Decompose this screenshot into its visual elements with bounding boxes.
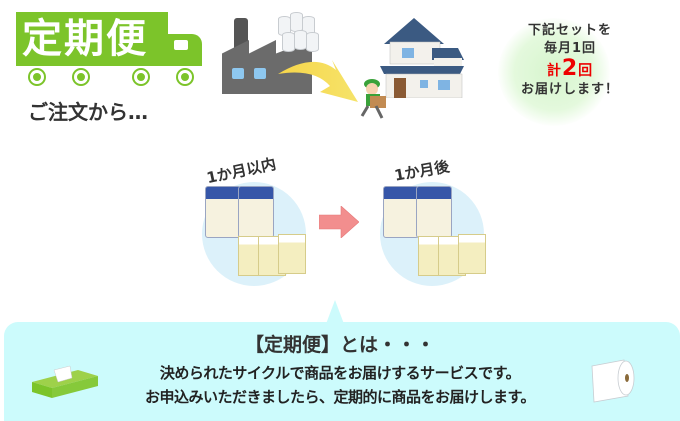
delivery-arrow-icon: [278, 60, 358, 102]
total-prefix: 計: [546, 63, 562, 79]
truck-body: [16, 12, 168, 66]
tissue-box-icon: [32, 365, 98, 398]
truck-cab: [166, 34, 202, 66]
monthly-line-4: お届けします！: [520, 82, 619, 97]
wheel-icon: [134, 70, 148, 84]
wheel-icon: [74, 70, 88, 84]
toilet-roll-icon: [591, 359, 635, 403]
subscription-truck-logo: 定期便: [16, 12, 206, 84]
order-from-text: ご注文から…: [28, 100, 148, 124]
total-suffix: 回: [578, 63, 594, 79]
tissue-box-icon: [278, 234, 306, 274]
logo-title: 定期便: [22, 16, 148, 62]
monthly-info-text: 下記セットを 毎月1回 計2回 お届けします！: [508, 22, 632, 99]
factory-chimney: [234, 18, 248, 48]
monthly-line-2: 毎月1回: [543, 41, 597, 56]
total-count: 2: [561, 56, 579, 81]
house-icon: [380, 18, 464, 98]
toilet-paper-pack-icon: [383, 186, 419, 238]
factory-window: [254, 68, 266, 79]
info-title: 【定期便】とは・・・: [244, 334, 435, 356]
next-arrow-icon: [319, 206, 359, 238]
set-label-second: 1か月後: [392, 157, 451, 185]
info-line-1: 決められたサイクルで商品をお届けするサービスです。: [159, 364, 521, 382]
monthly-info-glow: [498, 18, 610, 126]
delivery-person-icon: [360, 79, 386, 119]
info-box: [4, 322, 680, 421]
wheel-icon: [178, 70, 192, 84]
info-box-pointer: [326, 300, 344, 324]
truck-window: [174, 40, 188, 50]
tissue-box-icon: [458, 234, 486, 274]
toilet-paper-pack-icon: [205, 186, 241, 238]
toilet-paper-pack-icon: [416, 186, 452, 238]
info-line-2: お申込みいただきましたら、定期的に商品をお届けします。: [144, 388, 536, 406]
toilet-paper-pack-icon: [238, 186, 274, 238]
monthly-line-1: 下記セットを: [527, 23, 612, 38]
factory-window: [232, 68, 244, 79]
monthly-total: 計2回: [508, 58, 632, 81]
toilet-roll-stack-icon: [278, 12, 324, 54]
wheel-icon: [30, 70, 44, 84]
